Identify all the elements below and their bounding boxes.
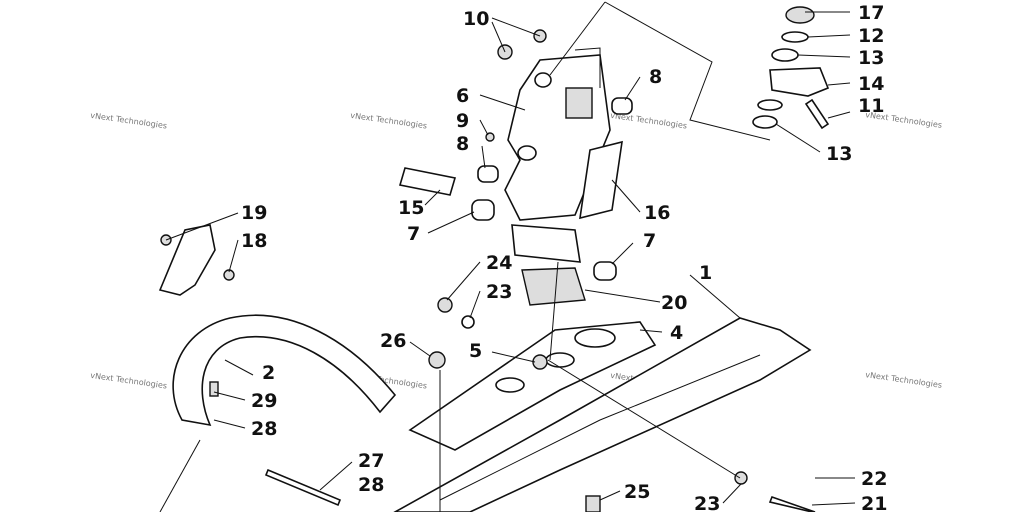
callout-11: 11 xyxy=(858,95,884,117)
callout-17: 17 xyxy=(858,2,884,24)
callout-9: 9 xyxy=(456,110,469,132)
leader-lines xyxy=(159,11,856,512)
callout-28: 28 xyxy=(251,418,277,440)
callout-27: 27 xyxy=(358,450,384,472)
callout-22: 22 xyxy=(861,468,887,490)
callout-23: 23 xyxy=(694,493,720,512)
watermark: vNext Technologies xyxy=(350,111,428,131)
ski-loop xyxy=(172,314,397,427)
watermark: vNext Technologies xyxy=(90,371,168,391)
spindle-thread xyxy=(565,87,593,119)
callout-10: 10 xyxy=(463,8,489,30)
callout-29: 29 xyxy=(251,390,277,412)
callout-15: 15 xyxy=(398,197,424,219)
callout-14: 14 xyxy=(858,73,884,95)
callout-7: 7 xyxy=(643,230,656,252)
bracket xyxy=(158,224,216,296)
callout-23: 23 xyxy=(486,281,512,303)
callout-18: 18 xyxy=(241,230,267,252)
ski-saddle xyxy=(408,321,657,451)
callout-7: 7 xyxy=(407,223,420,245)
callout-5: 5 xyxy=(469,340,482,362)
callout-2: 2 xyxy=(262,362,275,384)
callout-labels: 10 17 12 8 13 6 14 9 11 8 13 19 16 15 18… xyxy=(241,2,887,512)
callout-26: 26 xyxy=(380,330,406,352)
spindle-base xyxy=(511,224,581,263)
ski xyxy=(393,317,812,512)
callout-16: 16 xyxy=(644,202,670,224)
callout-4: 4 xyxy=(670,322,683,344)
callout-20: 20 xyxy=(661,292,687,314)
watermark: vNext Technologies xyxy=(90,111,168,131)
callout-21: 21 xyxy=(861,493,887,512)
callout-13: 13 xyxy=(858,47,884,69)
callout-6: 6 xyxy=(456,85,469,107)
watermark: vNext Technologies xyxy=(865,370,943,390)
callout-1: 1 xyxy=(699,262,712,284)
callout-24: 24 xyxy=(486,252,512,274)
decal xyxy=(579,140,623,220)
callout-25: 25 xyxy=(624,481,650,503)
wear-pad xyxy=(521,267,586,306)
part-drawings xyxy=(158,1,830,512)
callout-19: 19 xyxy=(241,202,267,224)
callout-8: 8 xyxy=(649,66,662,88)
callout-28: 28 xyxy=(358,474,384,496)
callout-12: 12 xyxy=(858,25,884,47)
clamp xyxy=(769,67,830,97)
callout-8: 8 xyxy=(456,133,469,155)
callout-13: 13 xyxy=(826,143,852,165)
